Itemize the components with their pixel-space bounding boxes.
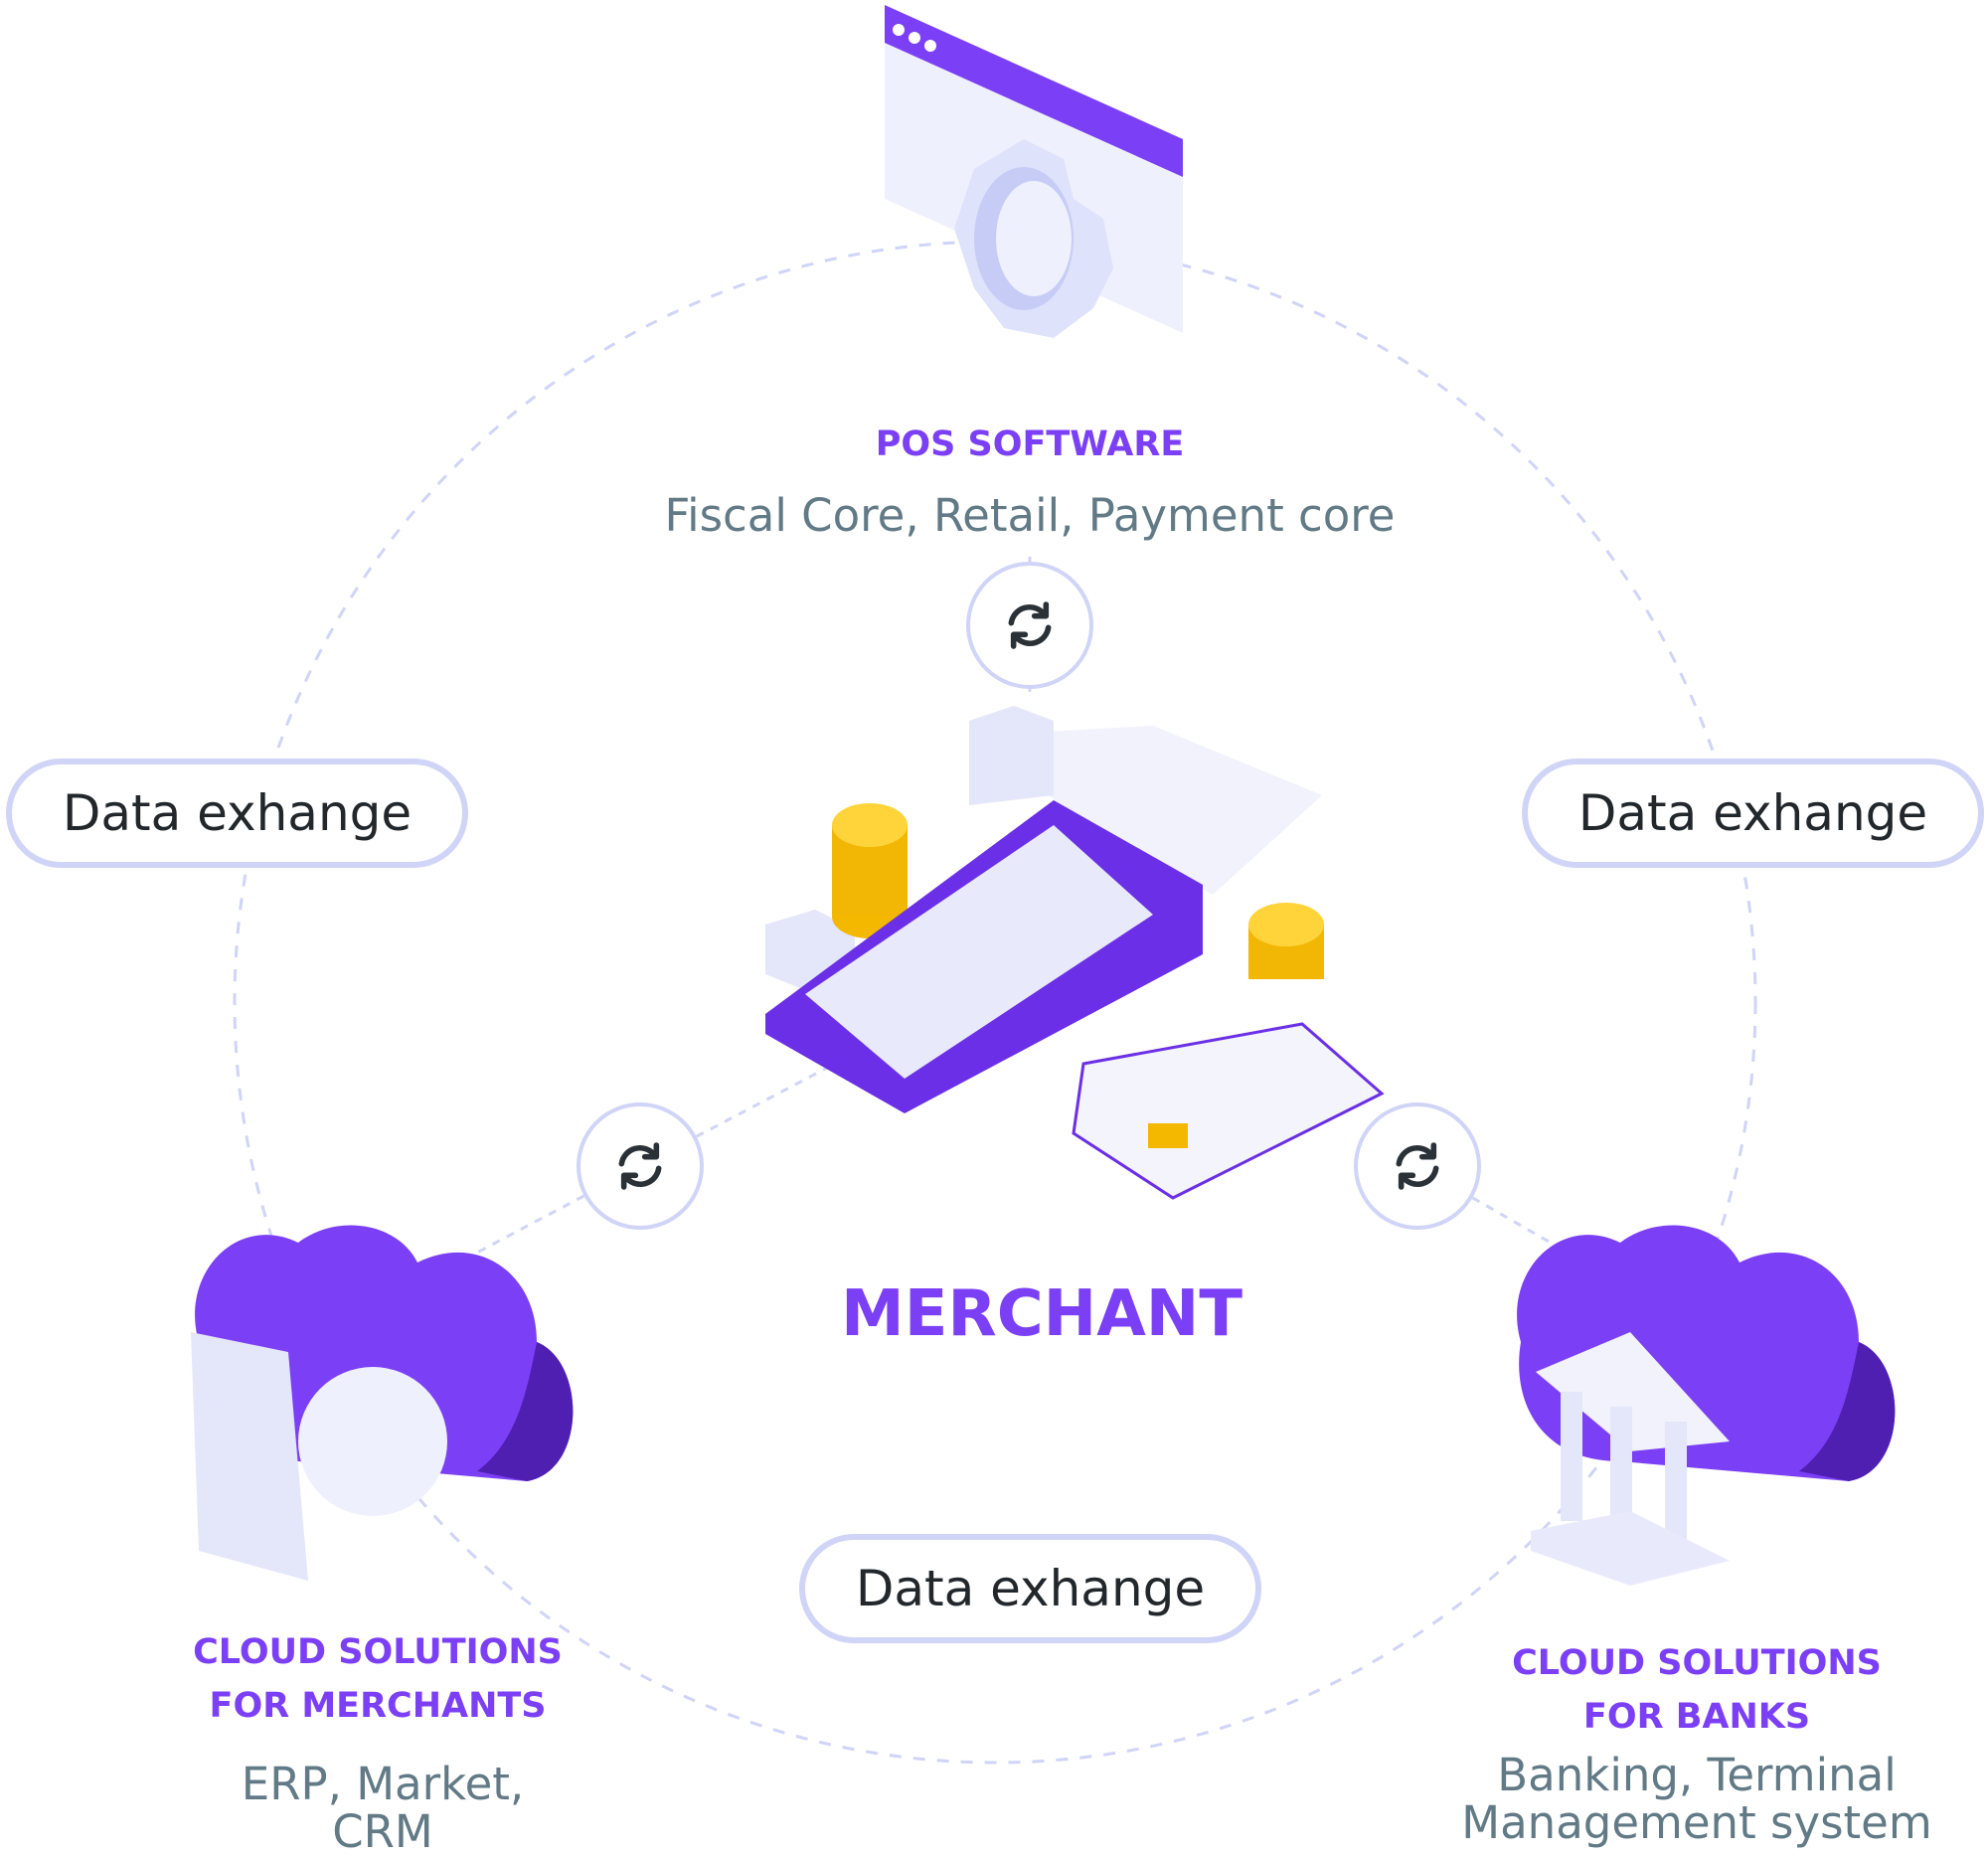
subtitle-line: CRM	[332, 1805, 433, 1858]
title-line: CLOUD SOLUTIONS	[1512, 1643, 1882, 1683]
cloud-calculator-icon	[191, 1225, 574, 1581]
title-line: CLOUD SOLUTIONS	[193, 1632, 563, 1672]
data-exchange-bottom: Data exhange	[799, 1534, 1261, 1643]
cloud-bank-icon	[1517, 1225, 1896, 1586]
title-line: FOR BANKS	[1582, 1697, 1811, 1737]
pos-terminal-icon	[765, 706, 1385, 1200]
sync-icon	[1008, 601, 1052, 649]
sync-button-top[interactable]	[966, 562, 1093, 689]
browser-gear-icon	[885, 5, 1183, 338]
data-exchange-right: Data exhange	[1522, 759, 1984, 868]
sync-icon	[618, 1142, 662, 1190]
data-exchange-left: Data exhange	[6, 759, 468, 868]
subtitle-line: Banking, Terminal	[1497, 1749, 1897, 1801]
sync-button-left[interactable]	[577, 1102, 704, 1230]
cloud-merchants-subtitle: ERP, Market,CRM	[242, 1761, 524, 1856]
pos-software-title: POS SOFTWARE	[875, 424, 1185, 464]
cloud-merchants-title: CLOUD SOLUTIONS FOR MERCHANTS	[193, 1625, 563, 1733]
title-line: FOR MERCHANTS	[209, 1686, 547, 1726]
merchant-title: MERCHANT	[841, 1277, 1242, 1351]
subtitle-line: Management system	[1461, 1796, 1932, 1849]
pos-software-subtitle: Fiscal Core, Retail, Payment core	[664, 489, 1396, 542]
cloud-banks-title: CLOUD SOLUTIONS FOR BANKS	[1512, 1636, 1882, 1744]
subtitle-line: ERP, Market,	[241, 1758, 525, 1810]
sync-icon	[1396, 1142, 1439, 1190]
sync-button-right[interactable]	[1354, 1102, 1481, 1230]
